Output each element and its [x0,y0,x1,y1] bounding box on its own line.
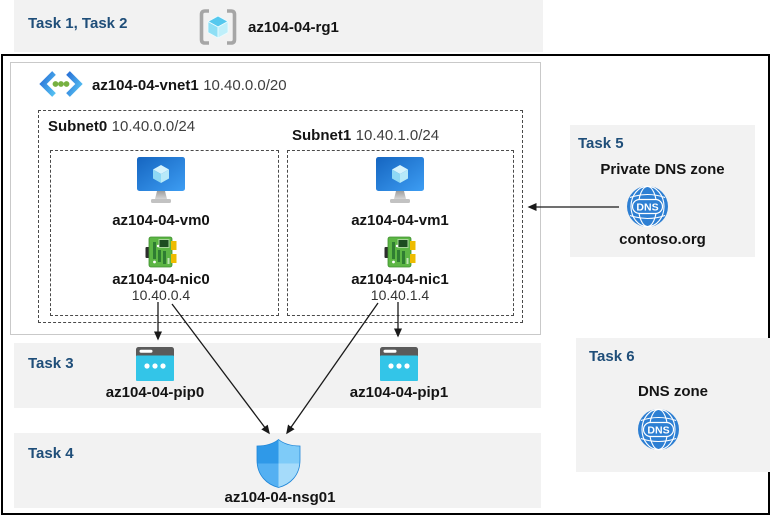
nic0-ip: 10.40.0.4 [131,287,191,303]
task3-label: Task 3 [28,355,74,372]
nic1-icon [384,236,416,268]
subnets-outer-box [38,110,523,323]
virtual-network-icon [39,71,83,97]
resource-group-name: az104-04-rg1 [248,19,339,36]
vm0-icon [137,157,185,203]
nic0-icon [145,236,177,268]
private-dns-zone-icon: DNS [627,185,668,228]
subnet0-box [50,150,279,316]
task3-band: Task 3 [14,343,541,408]
dns-zone-icon: DNS [638,408,679,451]
contoso-zone-name: contoso.org [619,231,706,248]
nic0-label: az104-04-nic0 [112,271,210,288]
task-1-2-label: Task 1, Task 2 [28,15,128,32]
task5-panel: Task 5 Private DNS zone DNS contoso.org [570,125,755,257]
private-dns-zone-title: Private DNS zone [600,161,725,178]
vm0-label: az104-04-vm0 [112,212,210,229]
vnet-name: az104-04-vnet1 [92,77,199,94]
nsg-shield-icon [256,439,301,488]
pip0-icon [136,347,174,381]
task4-label: Task 4 [28,445,74,462]
dns-icon-text: DNS [636,202,658,214]
nsg-label: az104-04-nsg01 [224,489,336,506]
vnet-cidr: 10.40.0.0/20 [203,77,287,94]
subnet1-cidr: 10.40.1.0/24 [355,127,440,144]
subnet1-box [287,150,514,316]
resource-group-icon [199,9,237,45]
vm1-icon [376,157,424,203]
subnet1-name: Subnet1 [292,127,352,144]
task6-panel: Task 6 DNS zone DNS [576,338,770,472]
task6-label: Task 6 [589,348,635,365]
subnet0-cidr: 10.40.0.0/24 [111,118,196,135]
nic1-label: az104-04-nic1 [351,271,449,288]
vnet-title: az104-04-vnet1 10.40.0.0/20 [92,77,287,95]
pip1-icon [380,347,418,381]
subnet0-label: Subnet0 10.40.0.0/24 [48,118,195,136]
task5-label: Task 5 [578,135,624,152]
subnet0-name: Subnet0 [48,118,108,135]
nic1-ip: 10.40.1.4 [370,287,430,303]
pip1-label: az104-04-pip1 [349,384,449,401]
resource-group-band: Task 1, Task 2 [14,0,543,52]
vm1-label: az104-04-vm1 [351,212,449,229]
dns-zone-title: DNS zone [637,383,708,400]
dns-icon-text: DNS [647,425,669,437]
subnet1-label: Subnet1 10.40.1.0/24 [292,127,439,145]
pip0-label: az104-04-pip0 [105,384,205,401]
vnet-box [10,62,541,335]
